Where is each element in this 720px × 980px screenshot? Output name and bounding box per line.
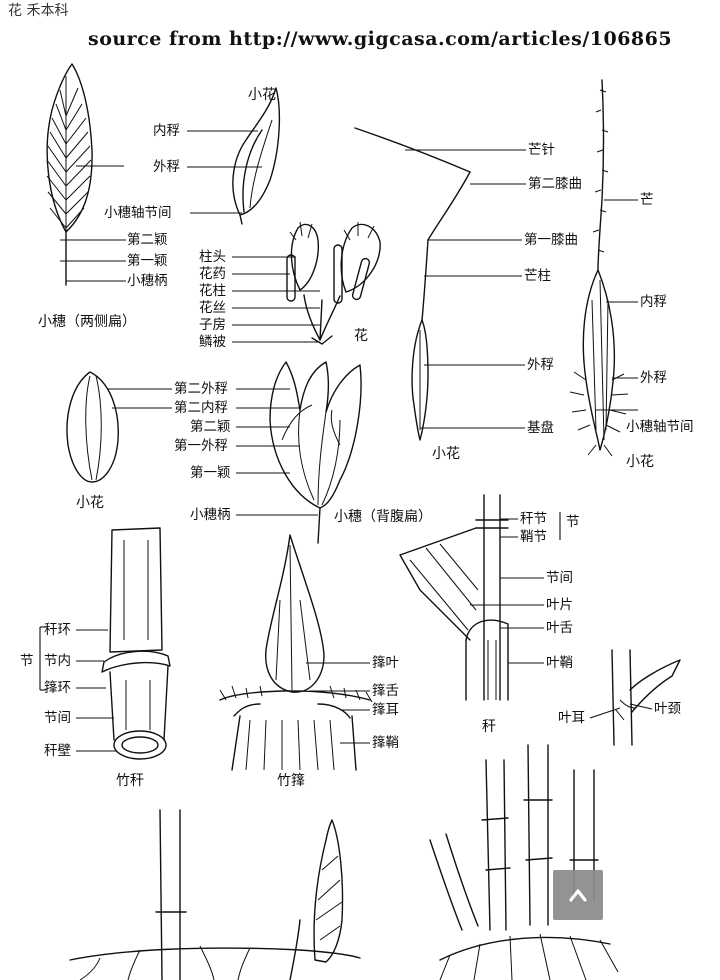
label-sheath-ring: 箨环 xyxy=(44,680,71,696)
label-anther: 花药 xyxy=(199,266,226,282)
caption-bamboo-sheath: 竹箨 xyxy=(277,773,305,789)
label-awn: 芒 xyxy=(640,192,654,208)
awned-floret-right-drawing xyxy=(569,79,629,457)
label-lemma-right: 外稃 xyxy=(640,370,667,386)
bamboo-sheath-drawing xyxy=(219,534,373,771)
caption-spikelet-dorsal: 小穗（背腹扁） xyxy=(334,509,432,525)
label-node-bamboo: 节 xyxy=(20,653,34,669)
label-ovary: 子房 xyxy=(199,317,226,333)
label-sheath-auricle: 箨耳 xyxy=(372,702,399,718)
label-palea: 内稃 xyxy=(153,123,180,139)
category-header: 花 禾本科 xyxy=(8,3,69,19)
label-collar: 叶颈 xyxy=(654,701,681,717)
spikelet-dorsal-drawing xyxy=(269,361,362,544)
floret-small-drawing xyxy=(66,371,119,483)
source-caption: source from http://www.gigcasa.com/artic… xyxy=(88,28,673,50)
label-second-glume-dorsal: 第二颖 xyxy=(190,419,231,435)
label-second-glume: 第二颖 xyxy=(127,232,168,248)
auricle-detail-drawing xyxy=(611,649,681,746)
caption-awned-floret-right: 小花 xyxy=(626,454,654,470)
label-second-knee: 第二膝曲 xyxy=(528,176,582,192)
label-leaf-sheath: 叶鞘 xyxy=(546,655,573,671)
label-culm-wall: 秆壁 xyxy=(44,743,71,759)
caption-spikelet-lateral: 小穗（两侧扁） xyxy=(38,314,136,330)
label-style: 花柱 xyxy=(199,283,226,299)
caption-bamboo-culm: 竹秆 xyxy=(116,773,144,789)
label-sheath-blade: 箨叶 xyxy=(372,655,399,671)
culm-cluster-drawing xyxy=(429,744,619,980)
label-first-knee: 第一膝曲 xyxy=(524,232,578,248)
scroll-to-top-button[interactable] xyxy=(553,870,603,920)
label-lodicule: 鳞被 xyxy=(199,334,226,350)
caption-awned-floret: 小花 xyxy=(432,446,460,462)
label-first-glume-dorsal: 第一颖 xyxy=(190,465,231,481)
spikelet-lateral-drawing xyxy=(46,63,93,286)
label-spikelet-stalk: 小穗柄 xyxy=(127,273,168,289)
caption-floret-small: 小花 xyxy=(76,495,104,511)
floret-top-drawing xyxy=(232,87,281,225)
label-filament: 花丝 xyxy=(199,300,226,316)
label-first-glume: 第一颖 xyxy=(127,253,168,269)
caption-grass-culm: 秆 xyxy=(482,719,496,735)
label-sheath-ligule: 箨舌 xyxy=(372,683,399,699)
label-node-grass: 节 xyxy=(566,514,580,530)
label-rachilla-right: 小穗轴节间 xyxy=(626,419,694,435)
label-second-lemma: 第二外稃 xyxy=(174,381,228,397)
label-lemma-mid: 外稃 xyxy=(527,357,554,373)
label-culm-ring: 秆环 xyxy=(44,622,71,638)
label-ligule: 叶舌 xyxy=(546,620,573,636)
label-leaf-blade: 叶片 xyxy=(546,597,573,613)
label-spikelet-stalk-dorsal: 小穗柄 xyxy=(190,507,231,523)
label-first-lemma: 第一外稃 xyxy=(174,438,228,454)
label-culm-sheath: 箨鞘 xyxy=(372,735,399,751)
label-auricle: 叶耳 xyxy=(558,710,585,726)
label-internode-grass: 节间 xyxy=(546,570,573,586)
label-awn-needle: 芒针 xyxy=(528,142,555,158)
grass-culm-drawing xyxy=(399,494,561,701)
label-second-palea: 第二内稃 xyxy=(174,400,228,416)
label-sheath-node: 鞘节 xyxy=(520,529,547,545)
label-awn-column: 芒柱 xyxy=(524,268,551,284)
bamboo-culm-drawing xyxy=(39,527,171,760)
label-lemma: 外稃 xyxy=(153,159,180,175)
caption-floret-top: 小花 xyxy=(248,87,276,103)
label-callus: 基盘 xyxy=(527,420,554,436)
label-culm-node: 秆节 xyxy=(520,511,547,527)
label-intranode: 节内 xyxy=(44,653,71,669)
chevron-up-icon xyxy=(569,889,587,902)
label-palea-right: 内稃 xyxy=(640,294,667,310)
rhizome-drawing xyxy=(69,809,361,980)
label-stigma: 柱头 xyxy=(199,249,226,265)
label-rachilla: 小穗轴节间 xyxy=(104,205,172,221)
label-internode-bamboo: 节间 xyxy=(44,710,71,726)
caption-flower: 花 xyxy=(354,328,368,344)
flower-drawing xyxy=(286,221,381,345)
awned-floret-drawing xyxy=(354,127,471,441)
